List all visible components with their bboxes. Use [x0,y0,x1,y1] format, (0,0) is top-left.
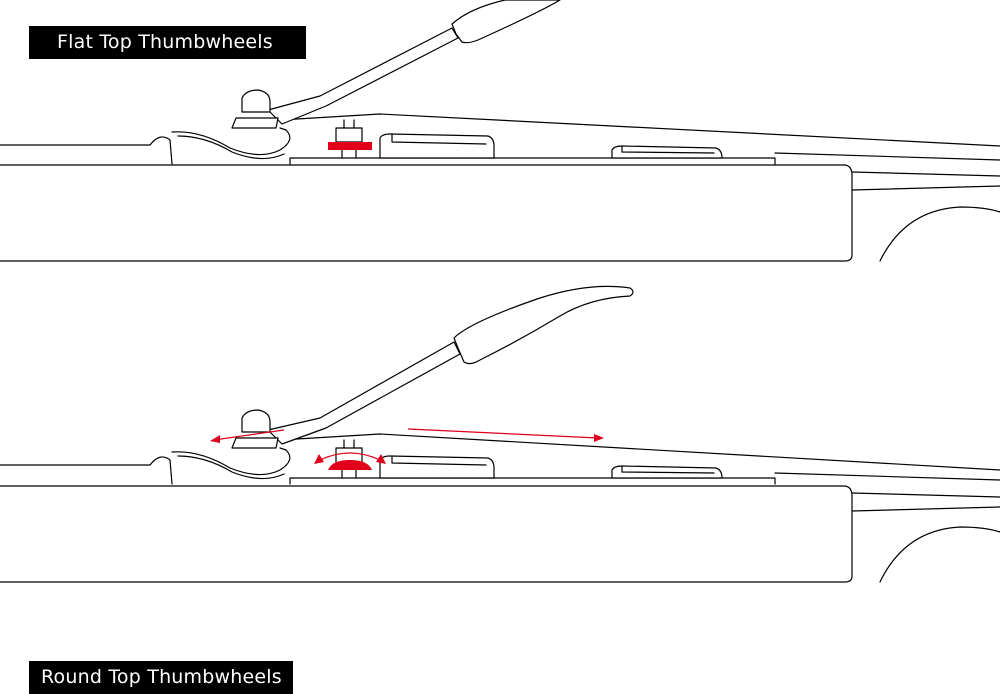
body-right-contour [851,492,1000,583]
tremolo-arm [267,27,459,125]
base-plate-right [774,152,1000,161]
bridge-top-line [279,113,1000,147]
guitar-top-edge [0,136,173,165]
flat-top-diagram: Flat Top Thumbwheels [0,0,1000,300]
round-top-label: Round Top Thumbwheels [29,661,293,694]
arm-mount-screw [241,89,271,113]
thumbwheel-post [335,127,363,143]
base-plate [289,157,776,165]
flat-top-drawing [0,0,1000,262]
arm-spring [171,127,291,160]
tremolo-arm-tip [451,0,561,44]
arm-mount [231,117,279,129]
guitar-body [0,164,853,262]
arm-motion-arrow [210,429,285,443]
bridge-top-line [279,433,1000,471]
saddle-front [379,455,495,479]
thumbwheel-rotation-arrow [314,452,386,464]
arm-spring [171,447,291,480]
bridge-motion-arrow [407,428,604,442]
round-top-diagram: Round Top Thumbwheels [0,285,1000,694]
arm-mount-screw [241,409,271,433]
flat-top-label: Flat Top Thumbwheels [29,26,306,59]
guitar-top-edge [0,456,173,485]
tremolo-arm-tip [453,285,634,365]
base-plate [289,477,776,485]
saddle-front [379,133,495,159]
round-thumbwheel [328,460,372,470]
arm-mount [231,437,279,449]
guitar-body [0,485,853,583]
base-plate-right [774,472,1000,481]
flat-thumbwheel [328,142,372,150]
tremolo-arm [267,341,461,445]
body-right-contour [851,171,1000,262]
round-top-drawing [0,285,1000,583]
